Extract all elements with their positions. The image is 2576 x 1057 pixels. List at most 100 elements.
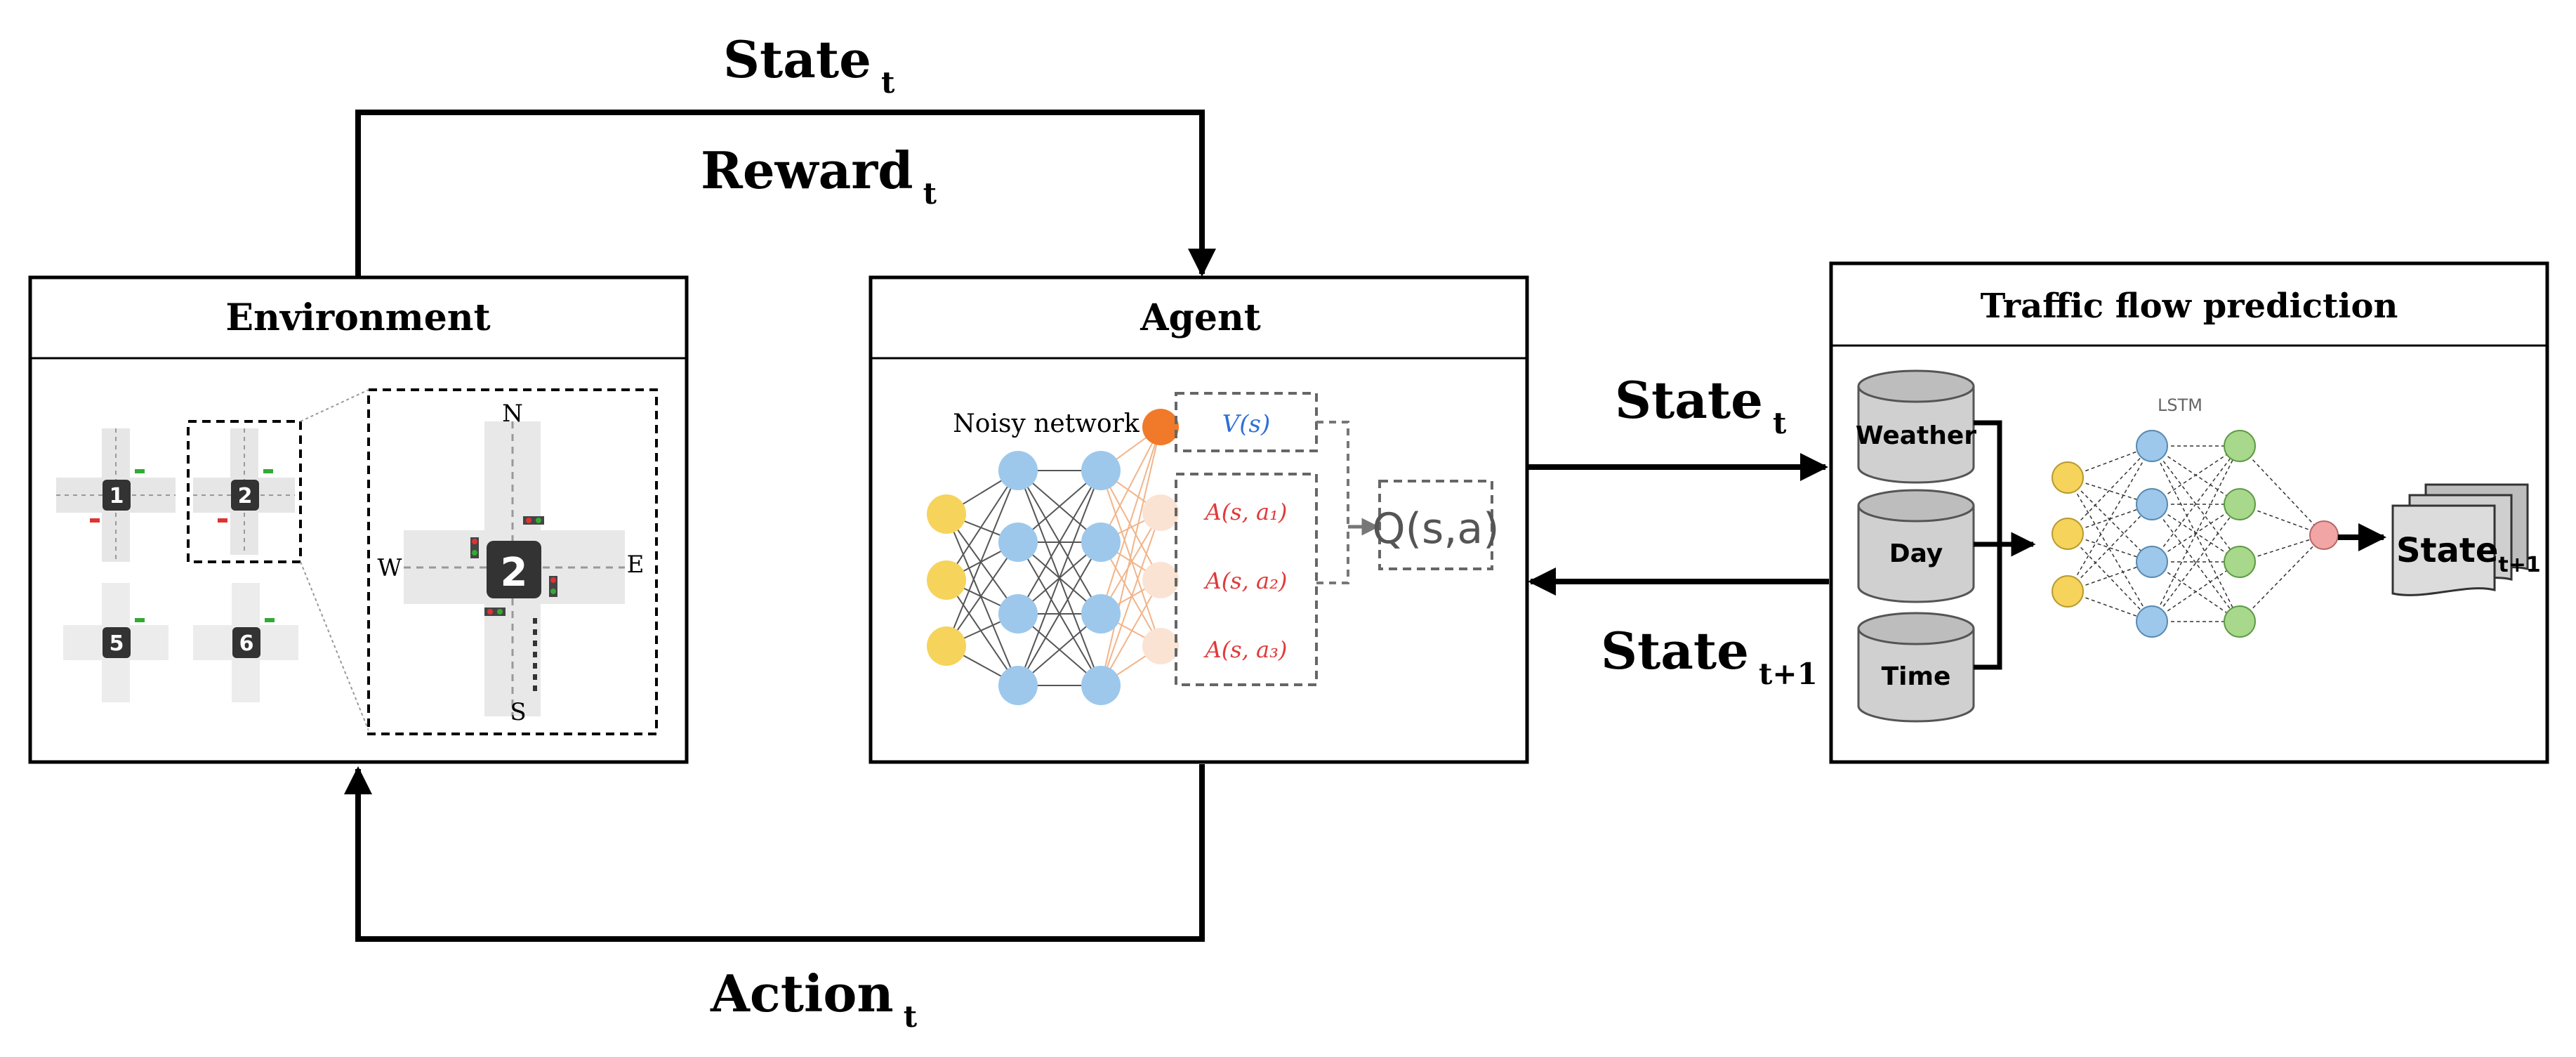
agent-edge	[946, 513, 1019, 686]
lstm-edge	[2151, 445, 2240, 563]
value-node	[1142, 409, 1179, 445]
environment-title: Environment	[225, 296, 490, 339]
intersection-5-number: 5	[110, 631, 124, 656]
lstm-node	[2309, 520, 2339, 550]
agent-edge	[1100, 470, 1161, 581]
intersection-1-number: 1	[110, 484, 124, 508]
advantage-label-1: A(s, a₁)	[1203, 499, 1288, 525]
lstm-edge	[2067, 477, 2153, 563]
compass-east: E	[627, 551, 645, 579]
agent-node	[1142, 494, 1179, 531]
lstm-edge	[2151, 504, 2240, 622]
agent-edge	[1100, 426, 1161, 686]
lstm-edge	[2067, 477, 2153, 622]
agent-node	[1142, 628, 1179, 664]
value-merge-line	[1316, 421, 1349, 527]
time-cylinder: Time	[1857, 612, 1975, 723]
agent-edge	[1100, 541, 1161, 647]
day-label: Day	[1889, 539, 1943, 568]
agent-edge	[1100, 426, 1161, 543]
intersection-5-badge	[103, 627, 131, 658]
lstm-edge	[2067, 533, 2153, 622]
lstm-node	[2136, 488, 2168, 520]
agent-edge	[1017, 470, 1102, 615]
day-cylinder: Day	[1857, 489, 1975, 603]
environment-panel: Environment 1 2 5	[28, 275, 689, 764]
time-label: Time	[1882, 662, 1951, 691]
agent-edge	[1017, 541, 1102, 686]
advantage-label-3: A(s, a₃)	[1203, 636, 1288, 663]
advantage-box	[1175, 473, 1318, 686]
lstm-node	[2224, 430, 2256, 462]
compass-north: N	[502, 400, 523, 428]
agent-node	[998, 523, 1038, 562]
lstm-node	[2224, 605, 2256, 638]
state-output-stack: Statet+1	[2391, 483, 2541, 596]
weather-label: Weather	[1856, 421, 1976, 450]
weather-cylinder: Weather	[1856, 369, 1976, 484]
lstm-edge	[2067, 504, 2153, 592]
action-loop-line	[344, 764, 1205, 942]
intersection-2: 2	[187, 420, 302, 563]
intersection-1: 1	[56, 428, 176, 562]
agent-edge	[946, 513, 1019, 615]
agent-edge	[946, 541, 1019, 647]
q-label: Q(s,a)	[1372, 504, 1499, 553]
intersection-2-badge	[231, 480, 259, 511]
agent-node	[1081, 666, 1121, 705]
lstm-edge	[2151, 561, 2240, 622]
zoomed-intersection: 2 N S W E	[367, 388, 658, 735]
agent-node	[998, 666, 1038, 705]
compass-south: S	[510, 698, 526, 726]
agent-node	[1081, 594, 1121, 633]
zoomed-intersection-badge	[487, 541, 541, 598]
agent-node	[927, 560, 966, 600]
state-output-label: Statet+1	[2396, 531, 2541, 577]
agent-node	[998, 451, 1038, 490]
intersection-6-badge	[232, 627, 260, 658]
agent-network-nodes	[927, 409, 1179, 705]
lstm-node	[2136, 546, 2168, 578]
agent-node	[1081, 523, 1121, 562]
lstm-edge	[2151, 445, 2240, 622]
agent-edge	[1100, 512, 1161, 686]
lstm-edge	[2239, 534, 2325, 622]
agent-edge	[946, 470, 1019, 647]
traffic-panel: Traffic flow prediction Weather Day Time…	[1829, 261, 2549, 764]
agent-edge	[1100, 426, 1161, 615]
agent-node	[1142, 562, 1179, 598]
lstm-node	[2136, 605, 2168, 638]
q-box	[1378, 480, 1493, 570]
zoom-connector-bottom	[300, 561, 369, 731]
selected-intersection-frame	[187, 420, 302, 563]
lstm-node	[2224, 488, 2256, 520]
intersection-2-number: 2	[238, 484, 253, 508]
agent-edge	[946, 579, 1019, 686]
lstm-node	[2052, 461, 2084, 494]
agent-node	[998, 594, 1038, 633]
lstm-node	[2224, 546, 2256, 578]
agent-edge	[946, 470, 1019, 581]
agent-edge	[1017, 470, 1102, 686]
advantage-label-2: A(s, a₂)	[1203, 567, 1288, 594]
lstm-node	[2052, 575, 2084, 608]
noisy-network-label: Noisy network	[953, 409, 1140, 438]
lstm-label: LSTM	[2158, 395, 2202, 415]
agent-title: Agent	[1140, 296, 1261, 339]
zoom-connector-top	[300, 389, 369, 422]
lstm-edge	[2067, 445, 2153, 592]
lstm-edge	[2151, 504, 2240, 622]
agent-node	[927, 626, 966, 666]
intersection-1-badge	[103, 480, 131, 511]
lstm-edge	[2151, 504, 2240, 563]
intersection-6: 6	[193, 583, 298, 702]
lstm-edge	[2151, 445, 2240, 505]
